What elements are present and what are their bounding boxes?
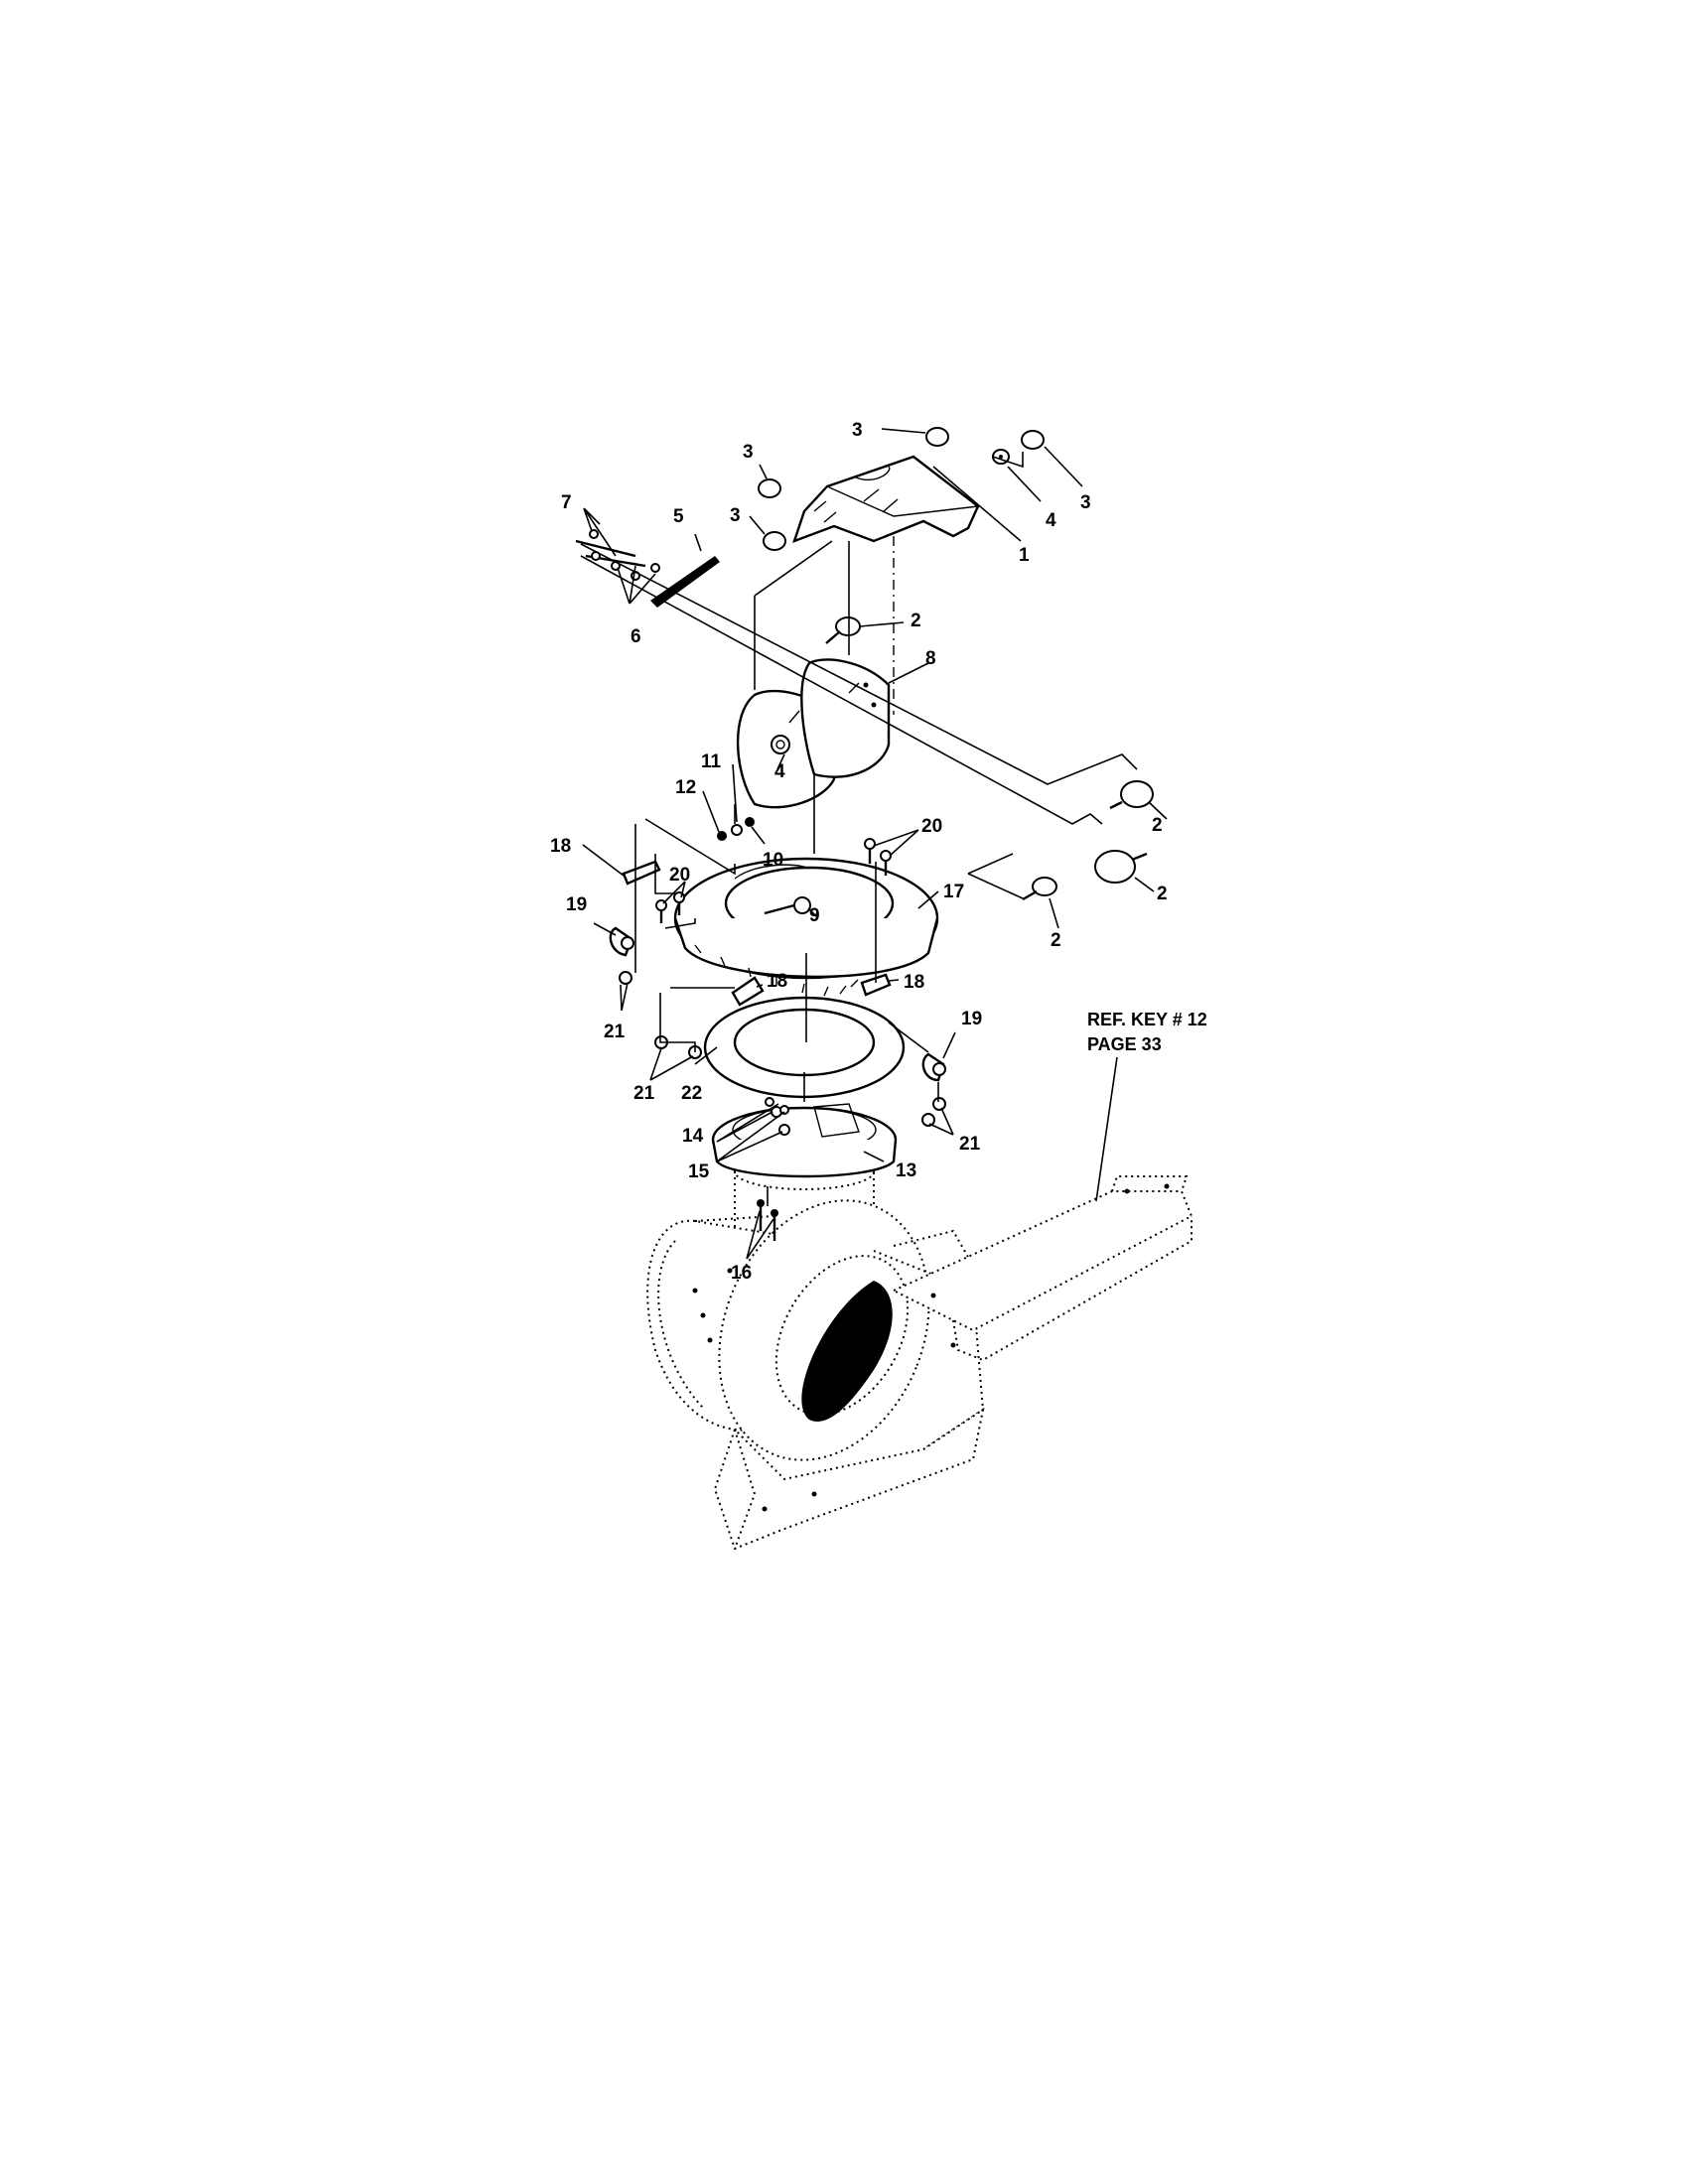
label-10: 10 (763, 850, 783, 871)
part-19-clamp-right (921, 1052, 946, 1082)
label-1: 1 (1019, 545, 1030, 566)
label-5: 5 (673, 506, 684, 527)
part-22-ring (703, 996, 906, 1099)
label-2-right-lower: 2 (1157, 884, 1168, 904)
part-9-bolt (764, 896, 811, 915)
label-4-mid: 4 (774, 761, 785, 782)
label-2-right-upper: 2 (1152, 815, 1163, 836)
label-21-left-upper: 21 (604, 1022, 626, 1042)
label-3-right: 3 (1080, 492, 1091, 513)
label-16: 16 (731, 1263, 752, 1284)
leader-lines (582, 428, 1168, 1260)
label-19-right: 19 (961, 1009, 982, 1029)
part-18-clip-right (860, 973, 892, 997)
part-6-7-screws (589, 529, 660, 581)
label-18-right: 18 (904, 972, 924, 993)
auger-housing (646, 1153, 1193, 1551)
part-3-nuts (758, 427, 1045, 551)
label-14: 14 (682, 1126, 704, 1147)
label-18-center: 18 (767, 971, 787, 992)
label-3-top: 3 (852, 420, 863, 441)
part-13-base-flange (711, 1103, 898, 1178)
part-1-deflector (792, 455, 980, 544)
label-18-left: 18 (550, 836, 571, 857)
label-11: 11 (701, 751, 722, 772)
label-2-lower: 2 (1051, 930, 1061, 951)
assembly-lines (580, 452, 1138, 1206)
part-19-clamp-left (609, 926, 634, 957)
part-5-arm (575, 539, 720, 608)
label-3-left-lower: 3 (730, 505, 741, 526)
part-18-clip-left (622, 860, 661, 886)
label-19-left: 19 (566, 894, 587, 915)
label-21-left-lower: 21 (633, 1083, 655, 1104)
label-3-left-upper: 3 (743, 442, 754, 463)
label-20-left: 20 (669, 865, 690, 886)
part-2-bolts (825, 616, 1154, 901)
label-12: 12 (675, 777, 696, 798)
label-7: 7 (561, 492, 572, 513)
part-18-clip-center (731, 976, 765, 1007)
part-16-bolts (757, 1199, 778, 1241)
reference-page-line: PAGE 33 (1087, 1034, 1162, 1054)
label-17: 17 (943, 882, 964, 902)
label-20-right: 20 (921, 816, 942, 837)
part-10-11-12-hardware (717, 817, 755, 841)
label-21-right: 21 (959, 1134, 981, 1155)
reference-note: REF. KEY # 12 PAGE 33 (1087, 1010, 1207, 1054)
label-15: 15 (688, 1161, 710, 1182)
part-labels: 3 3 3 3 4 1 7 5 6 2 8 4 11 12 10 2 20 2 … (550, 420, 1168, 1284)
label-6: 6 (631, 626, 641, 647)
label-4-top: 4 (1046, 510, 1056, 531)
label-22: 22 (681, 1083, 702, 1104)
label-8: 8 (925, 648, 936, 669)
part-14-15-hardware (765, 1097, 789, 1115)
label-2-top: 2 (911, 611, 921, 631)
label-13: 13 (896, 1160, 916, 1181)
label-9: 9 (809, 905, 820, 926)
reference-key-line: REF. KEY # 12 (1087, 1010, 1207, 1029)
